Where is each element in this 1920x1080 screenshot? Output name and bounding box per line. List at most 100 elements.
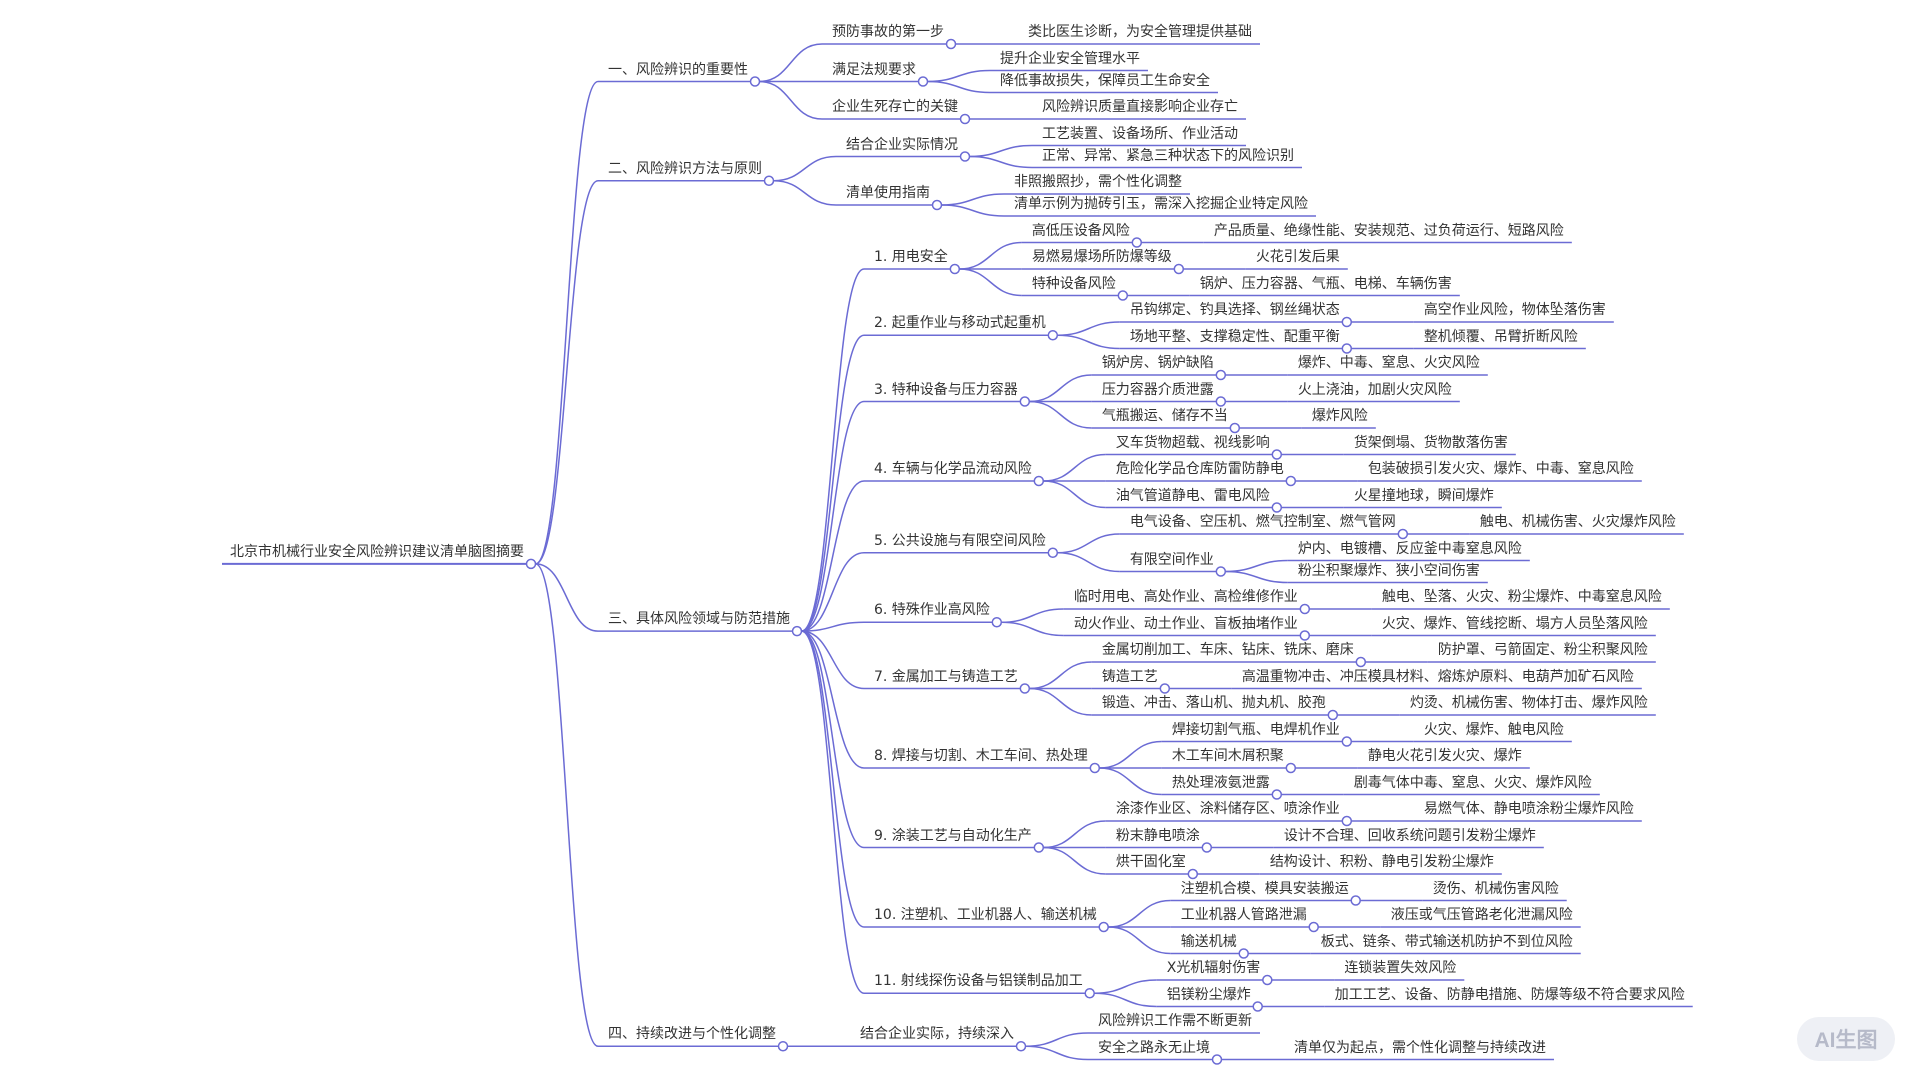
mindmap-branch-label: 电气设备、空压机、燃气控制室、燃气管网	[1129, 514, 1396, 530]
collapse-toggle-circle[interactable]	[525, 558, 537, 570]
collapse-toggle-circle[interactable]	[1308, 921, 1319, 933]
collapse-toggle-circle[interactable]	[749, 76, 761, 87]
branch-link	[1043, 453, 1106, 482]
branch-link	[801, 630, 865, 994]
mindmap-branch-label: 场地平整、支撑稳定性、配重平衡	[1129, 328, 1340, 345]
mindmap-branch-label: 焊接切割气瓶、电焊机作业	[1171, 721, 1340, 738]
mindmap-leaf-label: 液压或气压管路老化泄漏风险	[1390, 907, 1573, 923]
mindmap-leaf-label: 烫伤、机械伤害风险	[1432, 880, 1559, 897]
mindmap-leaf-label: 高温重物冲击、冲压模具材料、熔炼炉原料、电葫芦加矿石风险	[1241, 668, 1634, 685]
collapse-toggle-circle[interactable]	[791, 625, 803, 637]
mindmap-branch-label: 高低压设备风险	[1031, 222, 1130, 239]
collapse-toggle-circle[interactable]	[1215, 396, 1227, 407]
mindmap-branch-label: 热处理液氨泄露	[1171, 774, 1270, 791]
mindmap-leaf-label: 火花引发后果	[1255, 249, 1340, 265]
collapse-toggle-circle[interactable]	[1215, 566, 1227, 577]
branch-link	[801, 334, 865, 632]
branch-link	[801, 268, 865, 632]
collapse-toggle-circle[interactable]	[1019, 396, 1031, 407]
collapse-toggle-circle[interactable]	[1089, 762, 1101, 774]
mindmap-leaf-label: 爆炸风险	[1311, 408, 1368, 424]
mindmap-leaf-label: 易燃气体、静电喷涂粉尘爆炸风险	[1423, 801, 1634, 817]
collapse-toggle-circle[interactable]	[1271, 789, 1283, 800]
branch-link	[1225, 570, 1288, 584]
collapse-toggle-circle[interactable]	[1341, 736, 1353, 747]
collapse-toggle-circle[interactable]	[1262, 974, 1273, 986]
collapse-toggle-circle[interactable]	[1229, 422, 1241, 434]
mindmap-leaf-label: 粉尘积聚爆炸、狭小空间伤害	[1297, 562, 1480, 579]
branch-link	[1057, 552, 1120, 573]
collapse-toggle-circle[interactable]	[991, 617, 1003, 628]
collapse-toggle-circle[interactable]	[1015, 1041, 1027, 1052]
mindmap-leaf-label: 爆炸、中毒、窒息、火灾风险	[1297, 355, 1480, 371]
mindmap-branch-label: 清单使用指南	[846, 185, 930, 201]
collapse-toggle-circle[interactable]	[1187, 868, 1199, 880]
collapse-toggle-circle[interactable]	[1341, 316, 1353, 328]
collapse-toggle-circle[interactable]	[1341, 815, 1353, 827]
collapse-toggle-circle[interactable]	[1019, 683, 1031, 694]
mindmap-branch-label: 压力容器介质泄露	[1101, 381, 1214, 398]
mindmap-leaf-label: 产品质量、绝缘性能、安装规范、过负荷运行、短路风险	[1213, 222, 1564, 239]
collapse-toggle-circle[interactable]	[945, 38, 957, 50]
mindmap-root-label: 北京市机械行业安全风险辨识建议清单脑图摘要	[230, 543, 524, 560]
collapse-toggle-circle[interactable]	[1047, 330, 1059, 341]
collapse-toggle-circle[interactable]	[959, 151, 971, 162]
collapse-toggle-circle[interactable]	[1252, 1001, 1263, 1012]
collapse-toggle-circle[interactable]	[959, 113, 971, 125]
mindmap-branch-label: 危险化学品仓库防雷防静电	[1115, 461, 1284, 477]
collapse-toggle-circle[interactable]	[1159, 683, 1171, 694]
branch-link	[1094, 979, 1157, 994]
collapse-toggle-circle[interactable]	[1341, 343, 1353, 354]
mindmap-branch-label: 油气管道静电、雷电风险	[1115, 487, 1270, 504]
mindmap-leaf-label: 火星撞地球，瞬间爆炸	[1353, 487, 1494, 504]
collapse-toggle-circle[interactable]	[1299, 630, 1311, 641]
branch-link	[1094, 992, 1157, 1008]
collapse-toggle-circle[interactable]	[1131, 237, 1143, 248]
mindmap-leaf-label: 板式、链条、带式输送机防护不到位风险	[1320, 933, 1573, 950]
mindmap-branch-label: 10. 注塑机、工业机器人、输送机械	[874, 907, 1097, 923]
collapse-toggle-circle[interactable]	[1355, 656, 1367, 668]
mindmap-leaf-label: 静电火花引发火灾、爆炸	[1367, 748, 1522, 764]
collapse-toggle-circle[interactable]	[1084, 988, 1095, 999]
branch-link	[535, 80, 599, 565]
mindmap-branch-label: 四、持续改进与个性化调整	[608, 1026, 776, 1043]
collapse-toggle-circle[interactable]	[1285, 475, 1297, 487]
collapse-toggle-circle[interactable]	[1327, 709, 1339, 721]
collapse-toggle-circle[interactable]	[1299, 603, 1311, 615]
collapse-toggle-circle[interactable]	[1238, 948, 1249, 959]
collapse-toggle-circle[interactable]	[1173, 263, 1185, 275]
collapse-toggle-circle[interactable]	[931, 199, 943, 211]
mindmap-leaf-label: 清单仅为起点，需个性化调整与持续改进	[1294, 1039, 1546, 1056]
branch-link	[1029, 400, 1092, 429]
collapse-toggle-circle[interactable]	[1047, 547, 1059, 558]
mindmap-leaf-label: 炉内、电镀槽、反应釜中毒窒息风险	[1297, 540, 1522, 557]
branch-link	[1108, 926, 1171, 955]
collapse-toggle-circle[interactable]	[1033, 842, 1045, 853]
branch-link	[801, 552, 865, 632]
mindmap-leaf-label: 设计不合理、回收系统问题引发粉尘爆炸	[1283, 827, 1536, 844]
collapse-toggle-circle[interactable]	[1215, 369, 1227, 381]
collapse-toggle-circle[interactable]	[1033, 475, 1045, 487]
mindmap-branch-label: 企业生死存亡的关键	[832, 99, 958, 115]
mindmap-leaf-label: 灼烫、机械伤害、物体打击、爆炸风险	[1409, 695, 1648, 711]
collapse-toggle-circle[interactable]	[1117, 290, 1129, 301]
collapse-toggle-circle[interactable]	[1350, 895, 1361, 906]
collapse-toggle-circle[interactable]	[1285, 762, 1297, 774]
collapse-toggle-circle[interactable]	[1098, 921, 1109, 933]
mindmap-branch-label: 9. 涂装工艺与自动化生产	[874, 827, 1032, 844]
collapse-toggle-circle[interactable]	[1271, 449, 1283, 460]
collapse-toggle-circle[interactable]	[1211, 1054, 1223, 1065]
mindmap-branch-label: 粉末静电喷涂	[1115, 827, 1200, 844]
collapse-toggle-circle[interactable]	[1397, 528, 1409, 540]
collapse-toggle-circle[interactable]	[917, 76, 929, 87]
collapse-toggle-circle[interactable]	[777, 1041, 789, 1052]
collapse-toggle-circle[interactable]	[949, 263, 961, 275]
mindmap-branch-label: 1. 用电安全	[874, 249, 948, 265]
collapse-toggle-circle[interactable]	[1271, 502, 1283, 513]
ai-image-badge[interactable]: AI生图	[1797, 1017, 1895, 1061]
collapse-toggle-circle[interactable]	[1201, 842, 1213, 853]
collapse-toggle-circle[interactable]	[763, 175, 775, 186]
mindmap-branch-label: 特种设备风险	[1031, 275, 1116, 292]
branch-link	[801, 400, 865, 632]
branch-link	[1225, 559, 1288, 573]
